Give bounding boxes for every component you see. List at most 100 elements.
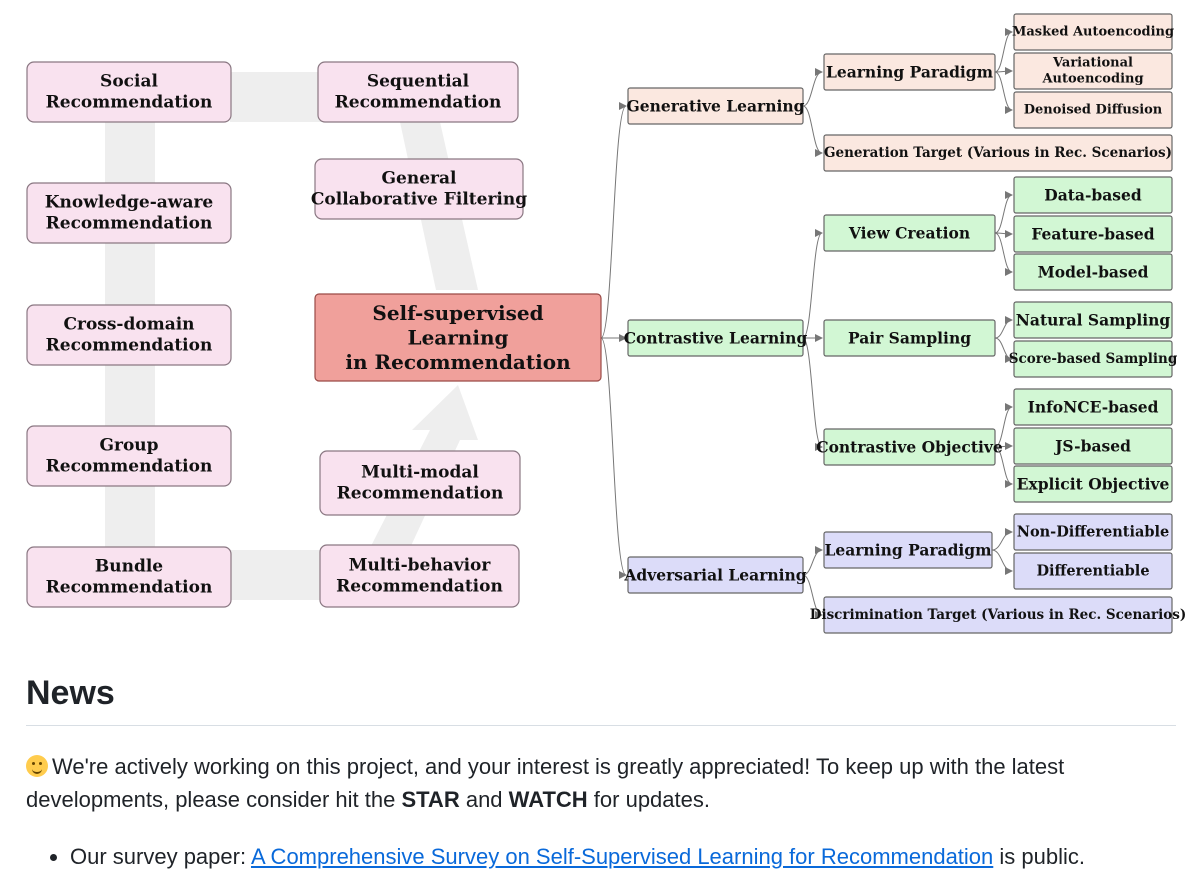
news-intro-tail: for updates.	[587, 787, 710, 812]
survey-paper-link[interactable]: A Comprehensive Survey on Self-Supervise…	[250, 844, 994, 869]
node-center-ssl-label: Self-supervised	[372, 301, 543, 325]
connector-arrow	[994, 403, 1013, 448]
node-variational-autoencoding-label: Autoencoding	[1041, 71, 1143, 86]
connector-arrow	[994, 229, 1013, 238]
news-intro-text: We're actively working on this project, …	[26, 754, 1065, 812]
watch-label: WATCH	[508, 787, 588, 812]
news-item-suffix: is public.	[993, 844, 1085, 869]
node-multimodal-label: Recommendation	[337, 483, 504, 503]
node-multimodal-label: Multi-modal	[361, 463, 479, 483]
connector-arrow	[994, 71, 1013, 114]
node-view-creation: View Creation	[823, 214, 996, 252]
node-js-based: JS-based	[1013, 427, 1173, 465]
connector-arrow	[802, 546, 823, 576]
news-intro: We're actively working on this project, …	[26, 750, 1176, 816]
node-infonce-based-label: InfoNCE-based	[1028, 398, 1159, 417]
node-knowledge-label: Knowledge-aware	[45, 193, 214, 213]
node-sequential-label: Sequential	[367, 72, 470, 92]
node-feature-based: Feature-based	[1013, 215, 1173, 253]
star-label: STAR	[401, 787, 460, 812]
news-item-survey: Our survey paper: A Comprehensive Survey…	[70, 840, 1085, 873]
connector-arrow	[991, 528, 1013, 551]
node-adv-paradigm-label: Learning Paradigm	[824, 541, 992, 560]
connector-arrow	[802, 68, 823, 107]
node-generative-label: Generative Learning	[627, 97, 805, 116]
node-feature-based-label: Feature-based	[1031, 225, 1154, 244]
connector-arrow	[994, 191, 1013, 234]
node-explicit-objective: Explicit Objective	[1013, 465, 1173, 503]
news-item-prefix: Our survey paper:	[70, 844, 251, 869]
node-crossdomain-label: Recommendation	[46, 335, 213, 355]
node-adv-target: Discrimination Target (Various in Rec. S…	[810, 596, 1187, 634]
node-sequential-label: Recommendation	[335, 92, 502, 112]
node-adversarial-label: Adversarial Learning	[623, 566, 806, 585]
node-js-based-label: JS-based	[1053, 437, 1131, 456]
news-divider	[26, 725, 1176, 726]
node-explicit-objective-label: Explicit Objective	[1017, 475, 1170, 494]
node-non-differentiable: Non-Differentiable	[1013, 513, 1173, 551]
node-score-based-sampling-label: Score-based Sampling	[1009, 351, 1178, 367]
node-contrastive-label: Contrastive Learning	[624, 329, 808, 348]
connector-arrow	[994, 446, 1013, 488]
node-general-cf-label: General	[382, 169, 457, 189]
news-intro-and: and	[459, 787, 509, 812]
node-adversarial: Adversarial Learning	[623, 556, 807, 594]
band-top	[230, 72, 322, 122]
node-center-ssl-label: Learning	[408, 326, 509, 350]
node-gen-paradigm-label: Learning Paradigm	[826, 63, 994, 82]
node-non-differentiable-label: Non-Differentiable	[1017, 524, 1170, 541]
node-denoised-diffusion: Denoised Diffusion	[1013, 91, 1173, 129]
node-variational-autoencoding-label: Variational	[1052, 56, 1133, 71]
node-data-based-label: Data-based	[1044, 186, 1142, 205]
node-denoised-diffusion-label: Denoised Diffusion	[1024, 103, 1163, 118]
node-differentiable: Differentiable	[1013, 552, 1173, 590]
connector-arrow	[994, 316, 1013, 339]
node-model-based: Model-based	[1013, 253, 1173, 291]
node-differentiable-label: Differentiable	[1036, 563, 1149, 580]
node-multibehavior-label: Multi-behavior	[349, 556, 492, 576]
band-bottom	[230, 550, 322, 600]
news-heading: News	[26, 674, 115, 712]
node-generative: Generative Learning	[627, 87, 805, 125]
node-gen-target: Generation Target (Various in Rec. Scena…	[823, 134, 1173, 172]
node-contrastive-objective-label: Contrastive Objective	[816, 438, 1003, 457]
node-crossdomain-label: Cross-domain	[63, 315, 194, 335]
connector-arrow	[802, 105, 823, 157]
node-score-based-sampling: Score-based Sampling	[1009, 340, 1178, 378]
connector-arrow	[802, 229, 823, 339]
node-natural-sampling: Natural Sampling	[1013, 301, 1173, 339]
connector-arrow	[994, 67, 1013, 76]
node-bundle-label: Bundle	[95, 557, 163, 577]
node-multibehavior-label: Recommendation	[336, 576, 503, 596]
connector-arrow	[991, 549, 1013, 575]
node-knowledge-label: Recommendation	[46, 213, 213, 233]
node-group-label: Recommendation	[46, 456, 213, 476]
node-view-creation-label: View Creation	[848, 224, 970, 243]
node-contrastive: Contrastive Learning	[624, 319, 808, 357]
node-adv-target-label: Discrimination Target (Various in Rec. S…	[810, 607, 1187, 623]
connector-arrow	[994, 232, 1013, 276]
node-social-label: Recommendation	[46, 92, 213, 112]
node-pair-sampling: Pair Sampling	[823, 319, 996, 357]
connector-lines	[600, 28, 1013, 619]
node-center-ssl-label: in Recommendation	[345, 350, 571, 374]
node-natural-sampling-label: Natural Sampling	[1016, 311, 1171, 330]
diagram-nodes: SocialRecommendationKnowledge-awareRecom…	[26, 13, 1187, 634]
node-gen-target-label: Generation Target (Various in Rec. Scena…	[824, 145, 1172, 161]
connector-arrow	[600, 337, 627, 579]
node-adv-paradigm: Learning Paradigm	[823, 531, 993, 569]
connector-arrow	[994, 28, 1013, 73]
node-gen-paradigm: Learning Paradigm	[823, 53, 996, 91]
hugging-face-icon	[26, 755, 48, 777]
